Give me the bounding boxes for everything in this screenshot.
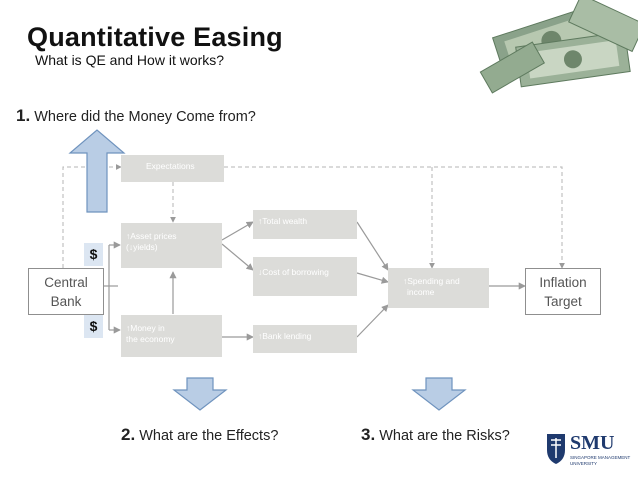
- bank-lending-box: ↑Bank lending: [253, 325, 357, 353]
- bank-lending-label: ↑Bank lending: [258, 331, 312, 341]
- question-2-number: 2.: [121, 425, 136, 444]
- total-wealth-label: ↑Total wealth: [258, 216, 308, 226]
- question-2: 2. What are the Effects?: [121, 425, 278, 445]
- central-bank-label-2: Bank: [50, 294, 82, 309]
- down-arrow-icon: [172, 377, 228, 411]
- down-arrow-icon: [411, 377, 467, 411]
- logo-name: SMU: [570, 432, 615, 454]
- page-title: Quantitative Easing: [27, 22, 283, 52]
- dollar-sign-bottom: $: [84, 315, 103, 338]
- money-in-economy-label-2: the economy: [126, 334, 175, 344]
- question-1-text: Where did the Money Come from?: [34, 109, 256, 125]
- money-in-economy-label-1: ↑Money in: [126, 323, 165, 333]
- expectations-box: Expectations: [121, 155, 224, 182]
- smu-crest-icon: [547, 434, 565, 464]
- central-bank-box: Central Bank: [28, 268, 104, 315]
- inflation-target-label-1: Inflation: [539, 275, 587, 290]
- spending-income-box: ↑Spending and income: [388, 268, 489, 308]
- question-2-text: What are the Effects?: [139, 428, 279, 444]
- cost-of-borrowing-label: ↓Cost of borrowing: [258, 267, 329, 277]
- question-1: 1. Where did the Money Come from?: [16, 106, 256, 126]
- logo-line-1: SINGAPORE MANAGEMENT: [570, 455, 631, 460]
- expectations-label: Expectations: [146, 161, 195, 171]
- cost-of-borrowing-box: ↓Cost of borrowing: [253, 257, 357, 296]
- central-bank-label-1: Central: [44, 275, 88, 290]
- asset-prices-box: ↑Asset prices (↓yields): [121, 223, 222, 268]
- total-wealth-box: ↑Total wealth: [253, 210, 357, 239]
- question-3-text: What are the Risks?: [379, 428, 510, 444]
- spending-income-label-1: ↑Spending and: [403, 276, 460, 286]
- inflation-target-label-2: Target: [544, 294, 582, 309]
- question-1-number: 1.: [16, 106, 31, 125]
- asset-prices-label-1: ↑Asset prices: [126, 231, 177, 241]
- asset-prices-label-2: (↓yields): [126, 242, 158, 252]
- question-3-number: 3.: [361, 425, 376, 444]
- spending-income-label-2: income: [407, 287, 435, 297]
- logo-line-2: UNIVERSITY: [570, 461, 598, 466]
- money-image: [479, 0, 638, 94]
- money-in-economy-box: ↑Money in the economy: [121, 315, 222, 357]
- dollar-sign-top: $: [84, 243, 103, 266]
- question-3: 3. What are the Risks?: [361, 425, 510, 445]
- up-arrow-icon: [68, 129, 126, 213]
- inflation-target-box: Inflation Target: [525, 268, 601, 315]
- page-subtitle: What is QE and How it works?: [35, 52, 225, 68]
